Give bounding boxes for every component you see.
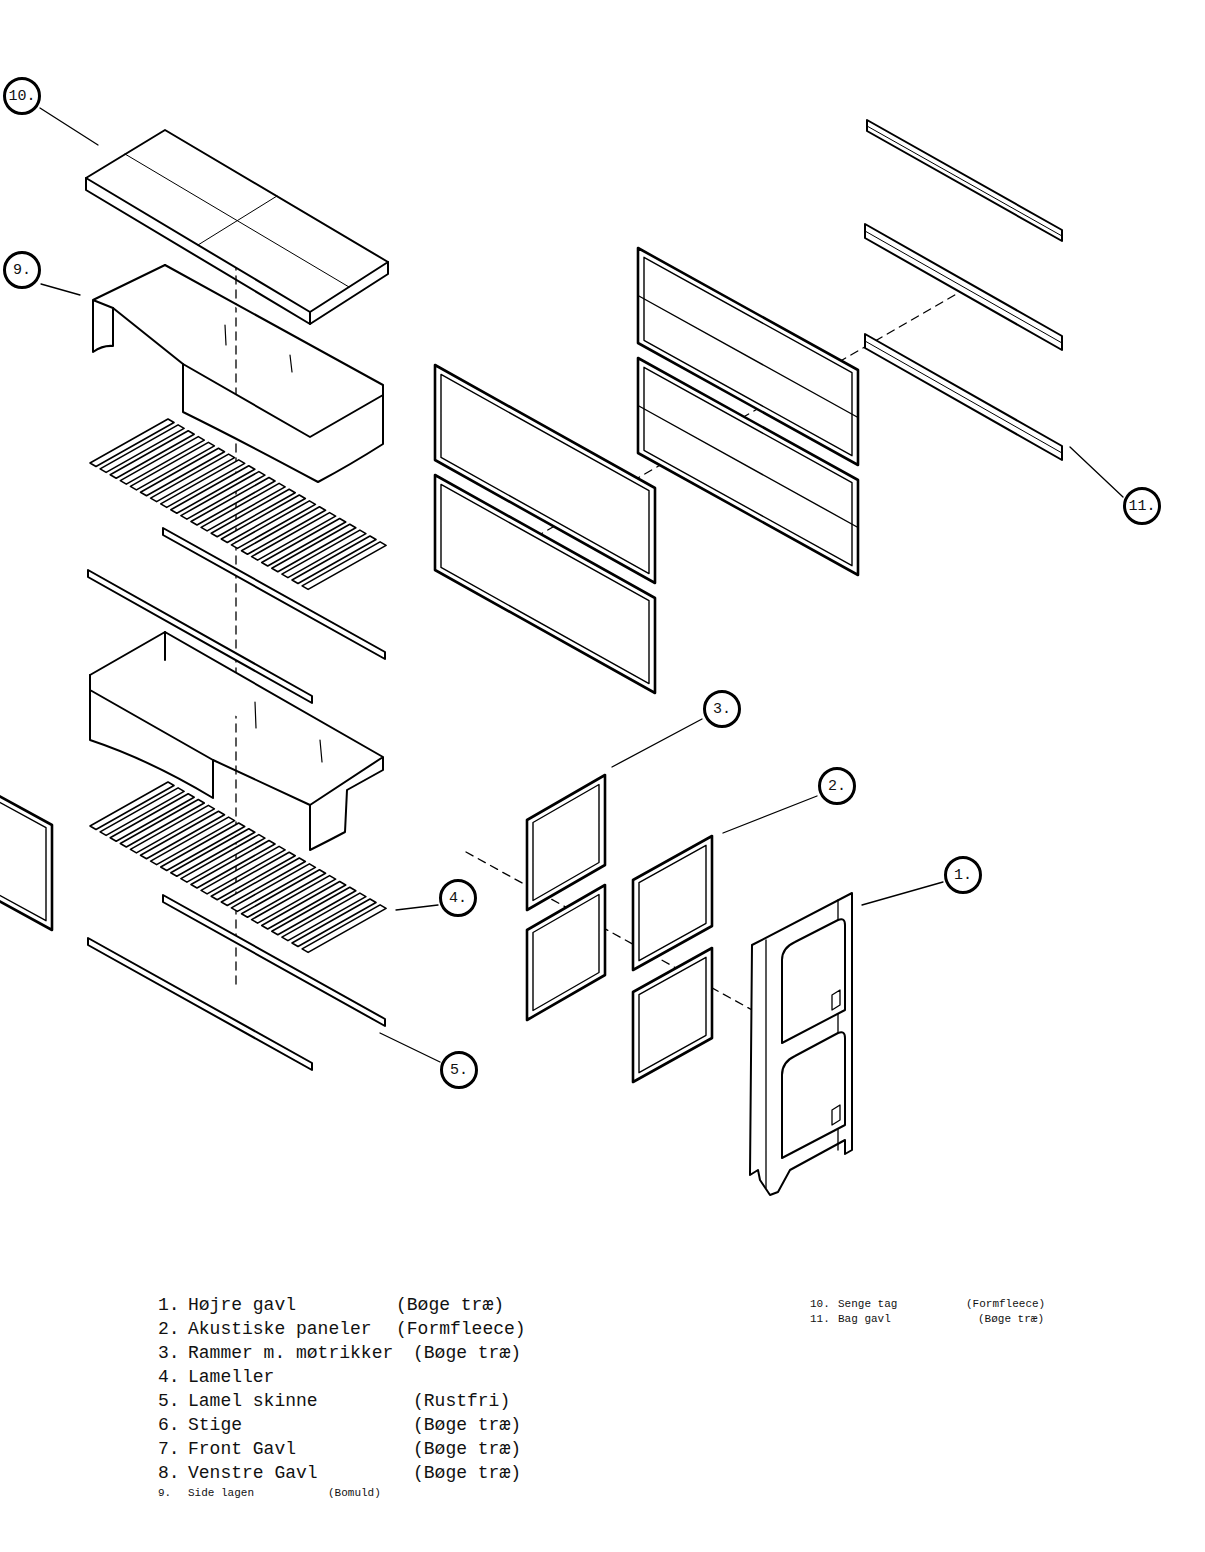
parts-list-text: (Formfleece) xyxy=(396,1320,526,1340)
callout-number: 5. xyxy=(450,1062,468,1079)
callout-number: 10. xyxy=(8,88,35,105)
parts-list-text: Bag gavl xyxy=(838,1313,891,1325)
parts-list-text: 9. xyxy=(158,1487,171,1499)
callout-number: 9. xyxy=(13,262,31,279)
callout-circle: 11. xyxy=(1123,487,1161,525)
parts-list-text: 3. xyxy=(158,1344,180,1364)
callout-circle: 2. xyxy=(818,767,856,805)
parts-list-text: (Bøge træ) xyxy=(413,1464,521,1484)
parts-list-text: 6. xyxy=(158,1416,180,1436)
callout-circle: 3. xyxy=(703,690,741,728)
slat-group xyxy=(90,419,386,952)
parts-list-text: Front Gavl xyxy=(188,1440,296,1460)
parts-list-text: (Bøge træ) xyxy=(413,1440,521,1460)
parts-list-text: (Bøge træ) xyxy=(413,1416,521,1436)
parts-list-text: Højre gavl xyxy=(188,1296,296,1316)
parts-list-text: 5. xyxy=(158,1392,180,1412)
parts-list-text: Rammer m. møtrikker xyxy=(188,1344,393,1364)
callout-number: 3. xyxy=(713,701,731,718)
parts-list-text: Senge tag xyxy=(838,1298,897,1310)
parts-list-text: (Bøge træ) xyxy=(978,1313,1044,1325)
parts-list-text: 7. xyxy=(158,1440,180,1460)
parts-list-text: 4. xyxy=(158,1368,180,1388)
callout-number: 11. xyxy=(1128,498,1155,515)
callout-circle: 10. xyxy=(3,77,41,115)
callout-circle: 1. xyxy=(944,856,982,894)
parts-list-text: Side lagen xyxy=(188,1487,254,1499)
parts-list-text: Akustiske paneler xyxy=(188,1320,372,1340)
callout-circle: 9. xyxy=(3,251,41,289)
parts-list-text: (Formfleece) xyxy=(966,1298,1045,1310)
parts-list-text: Stige xyxy=(188,1416,242,1436)
frame-group xyxy=(0,248,858,1082)
callout-number: 1. xyxy=(954,867,972,884)
parts-list-text: Lamel skinne xyxy=(188,1392,318,1412)
parts-list-text: 8. xyxy=(158,1464,180,1484)
parts-list-text: (Bøge træ) xyxy=(396,1296,504,1316)
parts-list-text: (Bomuld) xyxy=(328,1487,381,1499)
callout-circle: 4. xyxy=(439,879,477,917)
parts-list-text: 11. xyxy=(810,1313,830,1325)
parts-list-text: 10. xyxy=(810,1298,830,1310)
parts-list-text: (Bøge træ) xyxy=(413,1344,521,1364)
parts-list-text: 1. xyxy=(158,1296,180,1316)
parts-list-text: Venstre Gavl xyxy=(188,1464,318,1484)
callout-number: 2. xyxy=(828,778,846,795)
callout-number: 4. xyxy=(449,890,467,907)
parts-list-text: (Rustfri) xyxy=(413,1392,510,1412)
parts-list-text: 2. xyxy=(158,1320,180,1340)
parts-list-text: Lameller xyxy=(188,1368,274,1388)
callout-circle: 5. xyxy=(440,1051,478,1089)
